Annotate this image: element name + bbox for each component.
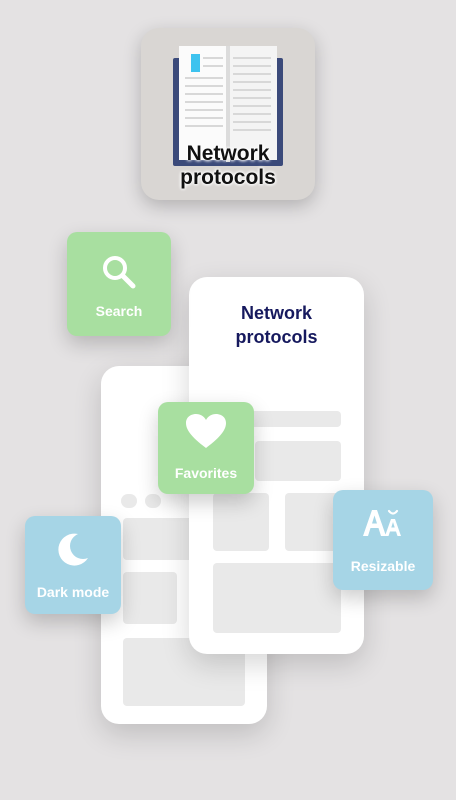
app-title: Network protocols [141,142,315,190]
placeholder-block [213,563,341,633]
app-icon[interactable]: Network protocols [141,28,315,200]
phone-title-line2: protocols [235,327,318,347]
resizable-feature-tile[interactable]: Resizable [333,490,433,590]
placeholder-dot [145,494,161,508]
moon-icon [58,533,88,566]
phone-title-line1: Network [240,303,312,323]
search-feature-tile[interactable]: Search [67,232,171,336]
placeholder-dot [121,494,137,508]
search-icon [103,256,136,289]
phone-title: Network protocols [189,301,364,349]
dark-mode-label: Dark mode [36,584,110,600]
placeholder-bar [247,411,341,427]
placeholder-block [123,572,177,624]
dark-mode-feature-tile[interactable]: Dark mode [25,516,121,614]
favorites-label: Favorites [174,465,238,481]
book-icon [173,46,283,166]
heart-icon [186,414,226,448]
placeholder-block [255,441,341,481]
search-label: Search [95,303,143,319]
app-title-line1: Network [186,142,270,165]
favorites-feature-tile[interactable]: Favorites [158,402,254,494]
font-resize-icon [363,509,401,536]
app-title-line2: protocols [180,166,276,189]
resizable-label: Resizable [350,558,416,574]
placeholder-block [213,493,269,551]
placeholder-block [285,493,341,551]
